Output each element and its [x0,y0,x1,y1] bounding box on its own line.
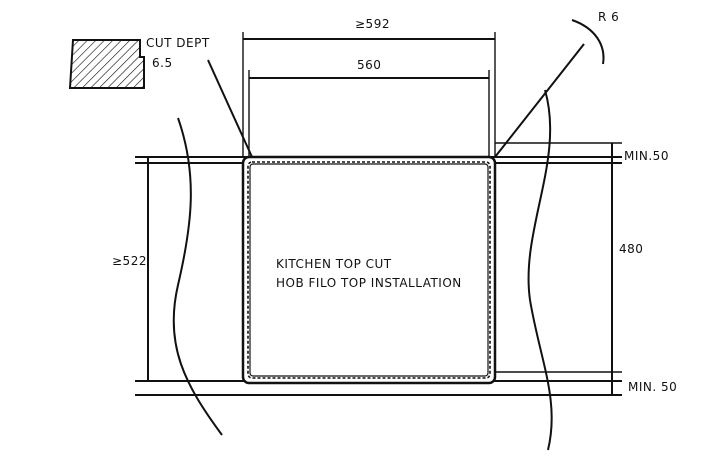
left-break-line [172,117,223,436]
radius-leader [494,43,585,158]
width-dimensions: ≥592 560 [242,17,496,157]
margin-top-label: MIN.50 [624,149,669,163]
corner-radius-callout: R 6 [494,10,619,158]
note-line-1: KITCHEN TOP CUT [276,257,392,271]
cut-depth-section: CUT DEPT 6.5 [68,36,210,89]
cutout-outline [241,155,497,385]
cutout-inner-edge [247,161,491,379]
cutout-outer-edge [241,155,497,385]
radius-arc [571,19,605,65]
depth-min-label: ≥522 [112,254,147,268]
note-line-2: HOB FILO TOP INSTALLATION [276,276,462,290]
margin-bottom-label: MIN. 50 [628,380,677,394]
depth-min-dimension: ≥522 [112,157,149,381]
cut-depth-value: 6.5 [152,56,173,70]
right-dimensions: MIN.50 480 MIN. 50 [495,142,677,395]
width-min-label: ≥592 [355,17,390,31]
right-break-line [527,89,553,451]
section-hatch [68,39,145,89]
depth-label: 480 [619,242,643,256]
cut-depth-leader [207,59,253,158]
radius-label: R 6 [598,10,619,24]
cutout-inner-edge-2 [249,163,489,377]
cut-depth-label: CUT DEPT [146,36,210,50]
width-label: 560 [357,58,381,72]
